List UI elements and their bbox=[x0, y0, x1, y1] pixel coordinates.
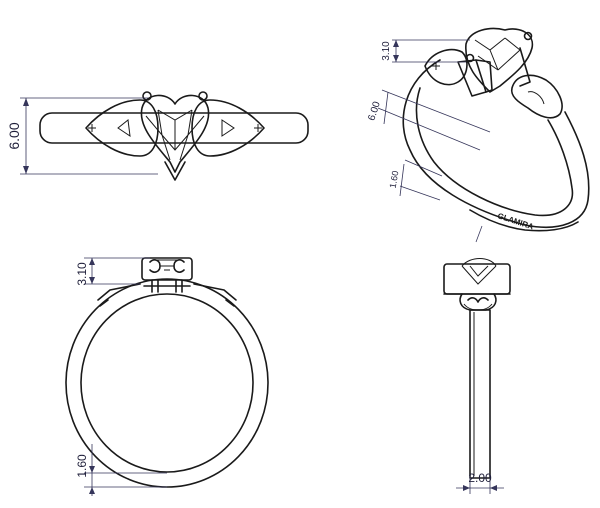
perspective-heart-stone bbox=[465, 27, 534, 93]
side-view-dimension-2: 2.00 bbox=[468, 471, 492, 485]
prong-left bbox=[142, 91, 152, 101]
front-view-dimension-1-60: 1.60 bbox=[75, 454, 89, 478]
perspective-view: GLAMIRA 3.10 6.00 1.60 bbox=[366, 27, 590, 243]
front-view-head bbox=[141, 257, 193, 281]
perspective-dimension-1-60: 1.60 bbox=[388, 170, 401, 189]
top-view-band bbox=[39, 112, 309, 144]
perspective-band-outer bbox=[402, 59, 590, 228]
side-view-band bbox=[469, 309, 491, 479]
left-pear-shoulder bbox=[85, 99, 159, 157]
side-view-head bbox=[443, 263, 511, 295]
top-view-dimension-6: 6.00 bbox=[6, 122, 22, 149]
right-pear-shoulder bbox=[191, 99, 265, 157]
side-view: 2.00 bbox=[443, 258, 511, 494]
front-view-outer-circle bbox=[65, 278, 269, 488]
front-view-dimension-3-10: 3.10 bbox=[75, 262, 89, 286]
front-view-inner-circle bbox=[80, 293, 254, 473]
prong-right bbox=[198, 91, 208, 101]
perspective-dimension-3-10: 3.10 bbox=[381, 41, 392, 61]
perspective-dimension-6: 6.00 bbox=[366, 100, 383, 122]
top-view: 6.00 bbox=[6, 91, 309, 181]
front-view: 3.10 1.60 bbox=[65, 257, 269, 496]
